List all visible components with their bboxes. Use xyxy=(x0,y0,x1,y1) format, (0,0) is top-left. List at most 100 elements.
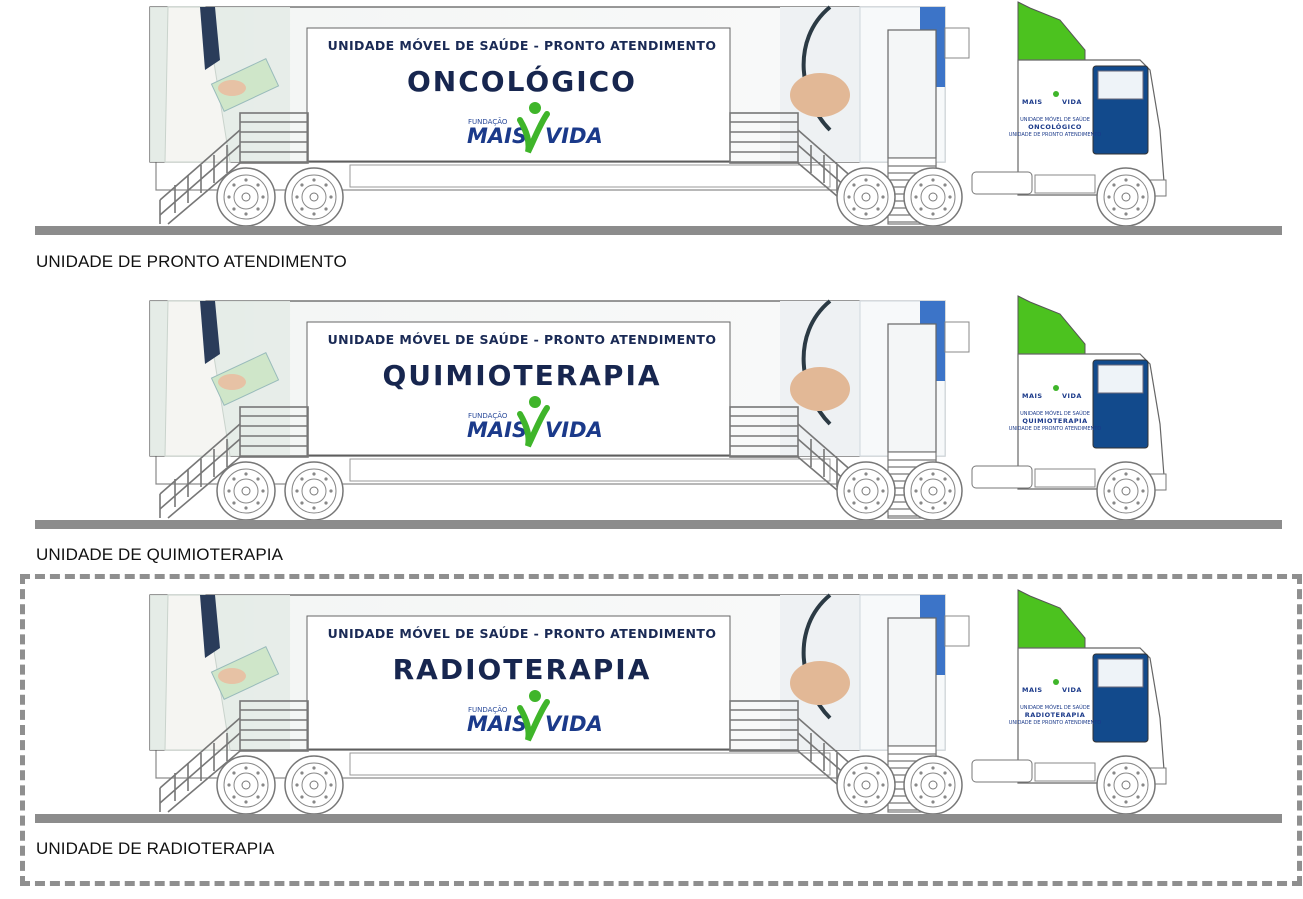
truck-illustration: UNIDADE MÓVEL DE SAÚDE - PRONTO ATENDIME… xyxy=(149,589,1167,815)
cab-box xyxy=(944,27,970,59)
doctor-photo-left xyxy=(150,300,290,457)
wheel-icon xyxy=(284,167,344,227)
wheel-icon xyxy=(216,461,276,521)
fuel-tank xyxy=(971,171,1033,195)
banner-title: RADIOTERAPIA xyxy=(393,653,652,686)
cab-logo-vida: VIDA xyxy=(1062,392,1082,400)
doctor-photo-left xyxy=(150,594,290,751)
truck-cab: MAIS VIDA UNIDADE MÓVEL DE SAÚDERADIOTERAP… xyxy=(903,589,1167,815)
banner-title: ONCOLÓGICO xyxy=(407,64,637,98)
logo-vida: VIDA xyxy=(545,712,603,736)
fuel-tank xyxy=(971,759,1033,783)
wheel-icon xyxy=(284,755,344,815)
unit-caption: UNIDADE DE PRONTO ATENDIMENTO xyxy=(36,252,347,271)
wheel-icon xyxy=(1096,461,1156,521)
cab-box xyxy=(944,321,970,353)
cab-title: RADIOTERAPIA xyxy=(1025,711,1086,719)
truck-unit-radioterapia: UNIDADE MÓVEL DE SAÚDE - PRONTO ATENDIME… xyxy=(0,588,1303,882)
cab-logo-mais: MAIS xyxy=(1022,686,1043,694)
logo-vida: VIDA xyxy=(545,418,603,442)
cab-title: ONCOLÓGICO xyxy=(1028,122,1082,131)
cab-wind-deflector xyxy=(1017,1,1086,61)
stairs-left xyxy=(159,700,309,813)
logo-vida: VIDA xyxy=(545,124,603,148)
banner-title: QUIMIOTERAPIA xyxy=(382,359,661,392)
trailer: UNIDADE MÓVEL DE SAÚDE - PRONTO ATENDIME… xyxy=(149,5,946,227)
cab-logo-mais: MAIS xyxy=(1022,392,1043,400)
wheel-icon xyxy=(216,755,276,815)
cab-line1: UNIDADE MÓVEL DE SAÚDE xyxy=(1020,704,1090,711)
cab-wind-deflector xyxy=(1017,295,1086,355)
cab-window xyxy=(1097,364,1144,394)
banner-subtitle: UNIDADE MÓVEL DE SAÚDE - PRONTO ATENDIME… xyxy=(328,332,717,347)
truck-cab: MAIS VIDA UNIDADE MÓVEL DE SAÚDEQUIMIOTERA… xyxy=(903,295,1167,521)
wheel-icon xyxy=(1096,755,1156,815)
cab-logo-mais: MAIS xyxy=(1022,98,1043,106)
cab-logo: MAIS VIDA xyxy=(1022,385,1082,400)
ground-line xyxy=(35,226,1282,235)
cab-line3: UNIDADE DE PRONTO ATENDIMENTO xyxy=(1009,132,1102,138)
cab-step xyxy=(1034,174,1096,194)
fuel-tank xyxy=(971,465,1033,489)
cab-line1: UNIDADE MÓVEL DE SAÚDE xyxy=(1020,410,1090,417)
logo-fundacao: FUNDAÇÃO xyxy=(468,705,508,714)
cab-logo: MAIS VIDA xyxy=(1022,679,1082,694)
wheel-icon xyxy=(903,167,963,227)
cab-step xyxy=(1034,762,1096,782)
cab-title: QUIMIOTERAPIA xyxy=(1022,417,1087,425)
cab-logo: MAIS VIDA xyxy=(1022,91,1082,106)
banner-subtitle: UNIDADE MÓVEL DE SAÚDE - PRONTO ATENDIME… xyxy=(328,626,717,641)
unit-caption: UNIDADE DE RADIOTERAPIA xyxy=(36,839,275,858)
side-door xyxy=(887,323,937,453)
stairs-left xyxy=(159,112,309,225)
selection-highlight-box xyxy=(20,574,1302,886)
banner-subtitle: UNIDADE MÓVEL DE SAÚDE - PRONTO ATENDIME… xyxy=(328,38,717,53)
trailer-skirt xyxy=(349,458,831,482)
cab-box xyxy=(944,615,970,647)
cab-window xyxy=(1097,70,1144,100)
side-door xyxy=(887,617,937,747)
banner-panel xyxy=(306,615,731,750)
ground-line xyxy=(35,814,1282,823)
banner-panel xyxy=(306,27,731,162)
trailer: UNIDADE MÓVEL DE SAÚDE - PRONTO ATENDIME… xyxy=(149,299,946,521)
wheel-icon xyxy=(836,755,896,815)
trailer-skirt xyxy=(349,164,831,188)
logo-fundacao: FUNDAÇÃO xyxy=(468,117,508,126)
banner-panel xyxy=(306,321,731,456)
unit-caption: UNIDADE DE QUIMIOTERAPIA xyxy=(36,545,284,564)
cab-line1: UNIDADE MÓVEL DE SAÚDE xyxy=(1020,116,1090,123)
logo-fundacao: FUNDAÇÃO xyxy=(468,411,508,420)
wheel-icon xyxy=(1096,167,1156,227)
doctor-photo-left xyxy=(150,6,290,163)
ground-line xyxy=(35,520,1282,529)
truck-illustration: UNIDADE MÓVEL DE SAÚDE - PRONTO ATENDIME… xyxy=(149,1,1167,227)
cab-logo-vida: VIDA xyxy=(1062,686,1082,694)
truck-unit-quimioterapia: UNIDADE MÓVEL DE SAÚDE - PRONTO ATENDIME… xyxy=(0,294,1303,588)
cab-window xyxy=(1097,658,1144,688)
wheel-icon xyxy=(903,461,963,521)
wheel-icon xyxy=(903,755,963,815)
cab-step xyxy=(1034,468,1096,488)
trailer-skirt xyxy=(349,752,831,776)
cab-line3: UNIDADE DE PRONTO ATENDIMENTO xyxy=(1009,426,1102,432)
truck-illustration: UNIDADE MÓVEL DE SAÚDE - PRONTO ATENDIME… xyxy=(149,295,1167,521)
cab-wind-deflector xyxy=(1017,589,1086,649)
logo-mais: MAIS xyxy=(467,712,527,736)
wheel-icon xyxy=(836,461,896,521)
logo-figure-icon xyxy=(517,111,550,154)
cab-line3: UNIDADE DE PRONTO ATENDIMENTO xyxy=(1009,720,1102,726)
wheel-icon xyxy=(216,167,276,227)
wheel-icon xyxy=(284,461,344,521)
side-door xyxy=(887,29,937,159)
logo-figure-icon xyxy=(517,699,550,742)
trailer: UNIDADE MÓVEL DE SAÚDE - PRONTO ATENDIME… xyxy=(149,593,946,815)
stairs-left xyxy=(159,406,309,519)
wheel-icon xyxy=(836,167,896,227)
cab-logo-vida: VIDA xyxy=(1062,98,1082,106)
logo-mais: MAIS xyxy=(467,418,527,442)
truck-unit-oncologico: UNIDADE MÓVEL DE SAÚDE - PRONTO ATENDIME… xyxy=(0,0,1303,294)
